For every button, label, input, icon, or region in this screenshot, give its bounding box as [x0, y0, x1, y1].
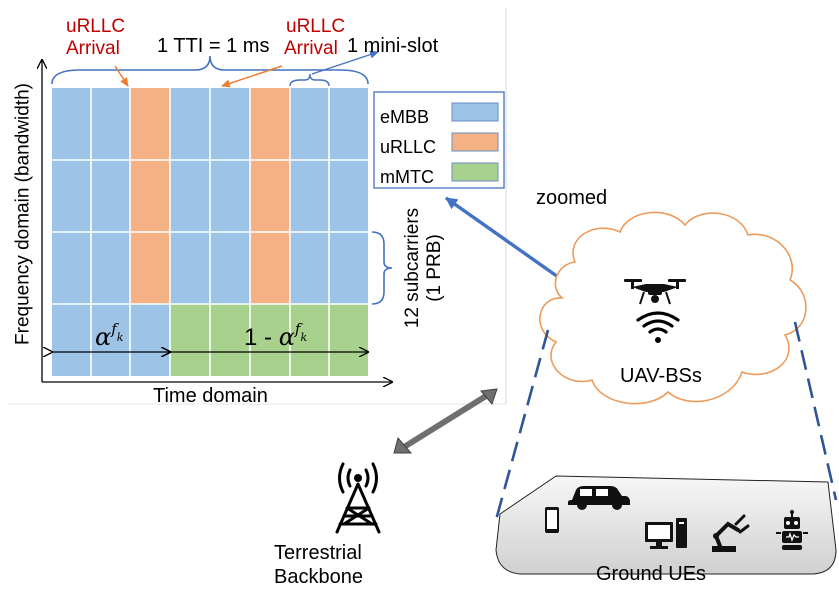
mini-slot-brace: [289, 73, 330, 87]
backhaul-arrow: [393, 388, 498, 454]
resource-grid: [52, 88, 368, 376]
drone-icon: [624, 279, 686, 305]
uav-cloud: [539, 211, 807, 405]
antenna-tower-icon: [335, 462, 381, 534]
urllc-arrival-arrow-1: [114, 65, 129, 87]
ground-ues-label: Ground UEs: [596, 563, 707, 585]
terrestrial-backbone-label: Terrestrial Backbone: [274, 542, 363, 588]
tti-label: 1 TTI = 1 ms: [157, 35, 270, 57]
desktop-icon: [645, 518, 687, 549]
zoomed-label: zoomed: [536, 187, 608, 209]
coverage-line-right: [793, 321, 838, 501]
urllc-arrival-arrow-2: [221, 65, 283, 88]
signal-icon: [636, 311, 680, 343]
urllc-arrival-label-2: uRLLC Arrival: [284, 16, 346, 59]
legend-swatch-urllc: [451, 132, 499, 152]
mini-slot-pointer: [311, 50, 379, 75]
legend-labels: eMBB uRLLC mMTC: [380, 102, 436, 192]
coverage-line-left: [494, 329, 550, 521]
zoom-arrow: [445, 196, 579, 293]
urllc-block-2: [250, 88, 290, 304]
x-axis-label: Time domain: [153, 385, 268, 407]
one-minus-alpha-label: 1 - αfk: [244, 320, 308, 351]
legend-swatch-embb: [451, 102, 499, 122]
urllc-arrival-label-1: uRLLC Arrival: [66, 16, 126, 59]
tti-brace: [51, 55, 369, 85]
urllc-block-1: [130, 88, 170, 304]
grid-lines: [52, 88, 368, 376]
car-icon: [568, 486, 630, 510]
phone-icon: [545, 507, 559, 533]
prb-label: 12 subcarriers (1 PRB): [402, 207, 445, 329]
legend-label-mmtc: mMTC: [380, 167, 434, 187]
y-axis-label: Frequency domain (bandwidth): [12, 83, 34, 345]
prb-brace: [371, 231, 393, 305]
legend-label-urllc: uRLLC: [380, 137, 437, 157]
legend-swatch-mmtc: [451, 162, 499, 182]
robot-arm-icon: [712, 514, 750, 552]
alpha-label: αfk: [95, 320, 124, 351]
robot-icon: [776, 510, 808, 550]
mini-slot-label: 1 mini-slot: [347, 35, 439, 57]
mmtc-region: [170, 304, 368, 376]
legend: [373, 91, 505, 189]
legend-label-embb: eMBB: [380, 107, 430, 127]
uav-bs-label: UAV-BSs: [620, 365, 702, 387]
